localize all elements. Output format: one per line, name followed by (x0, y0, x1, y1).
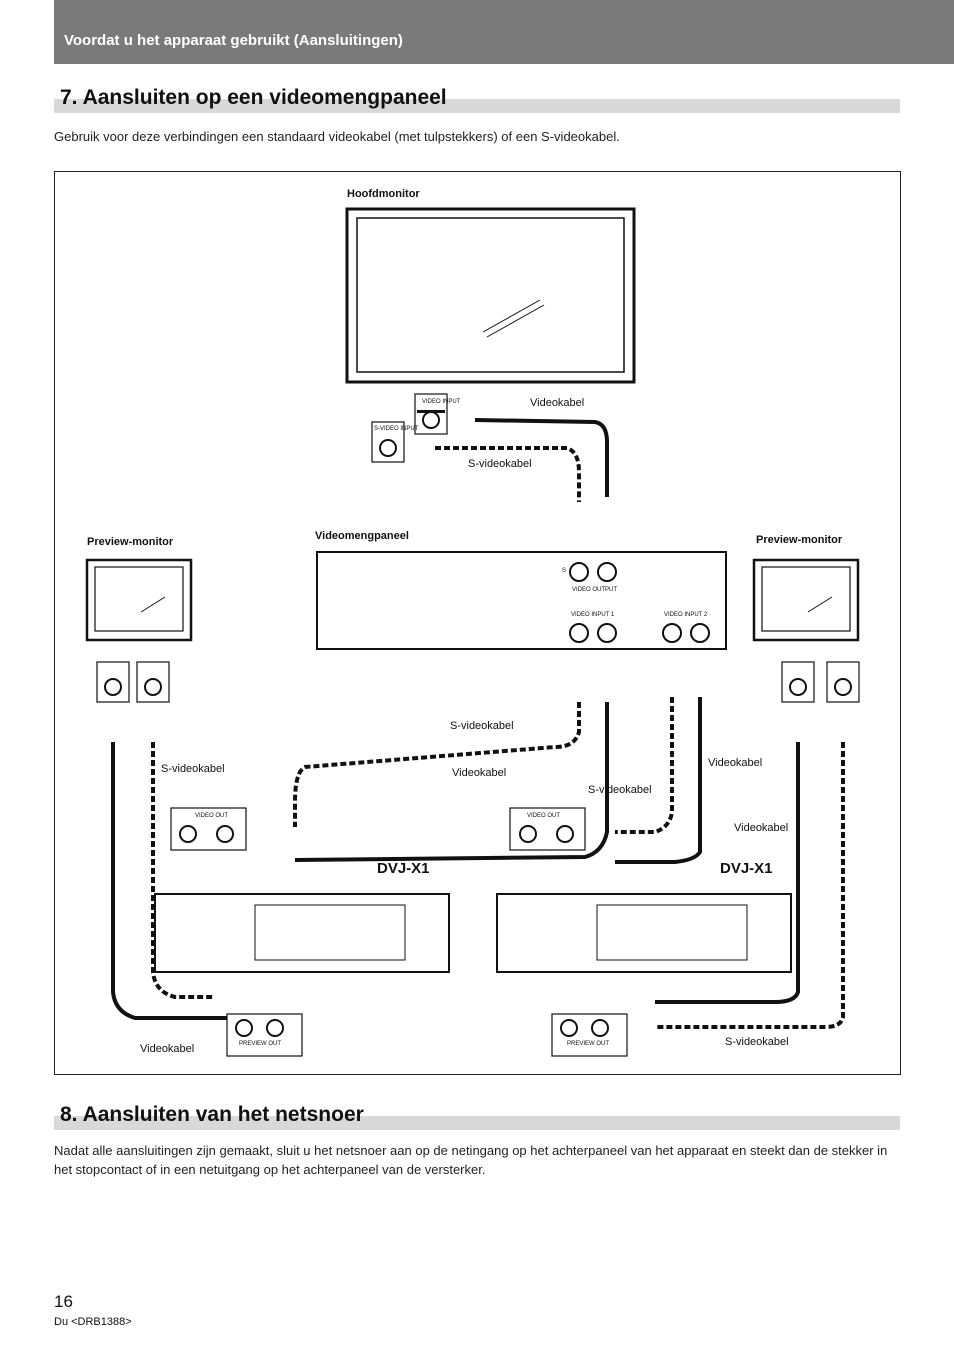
section7-band (54, 99, 900, 113)
section8-title: 8. Aansluiten van het netsnoer (60, 1103, 364, 1126)
cable-video-top: Videokabel (530, 397, 585, 409)
cable-svideo-right: S-videokabel (588, 784, 652, 796)
cable-svideo-top: S-videokabel (468, 458, 532, 470)
section8-body: Nadat alle aansluitingen zijn gemaakt, s… (54, 1143, 888, 1177)
jack-video-out-left: VIDEO OUT (195, 813, 229, 819)
main-monitor-screen (356, 217, 625, 373)
mixer-box (316, 551, 727, 650)
preview-monitor-left-label: Preview-monitor (87, 536, 174, 548)
connection-diagram: Hoofdmonitor Videomengpaneel Preview-mon… (54, 171, 901, 1075)
document-id: Du <DRB1388> (54, 1316, 132, 1328)
jack-svideo-input-main: S-VIDEO INPUT (374, 426, 419, 432)
jack-s-output: S (562, 568, 567, 574)
cable-video-right1: Videokabel (708, 757, 763, 769)
cable-video-mid: Videokabel (452, 767, 507, 779)
cable-video-bottom: Videokabel (140, 1043, 195, 1055)
jack-preview-out-left: PREVIEW OUT (239, 1041, 282, 1047)
section7-heading: 7. Aansluiten op een videomengpaneel (54, 86, 900, 113)
player-left-model: DVJ-X1 (377, 860, 430, 877)
preview-monitor-right-label: Preview-monitor (756, 534, 843, 546)
section7-title: 7. Aansluiten op een videomengpaneel (60, 86, 447, 109)
jack-video-input1: VIDEO INPUT 1 (571, 612, 615, 618)
mixer-label: Videomengpaneel (315, 530, 409, 542)
section8-band (54, 1116, 900, 1130)
main-monitor-label: Hoofdmonitor (347, 188, 420, 200)
page-number: 16 (54, 1292, 73, 1311)
cable-svideo-left: S-videokabel (161, 763, 225, 775)
jack-video-output: VIDEO OUTPUT (572, 587, 618, 593)
jack-video-input-main: VIDEO INPUT (422, 399, 461, 405)
header-title: Voordat u het apparaat gebruikt (Aanslui… (64, 32, 403, 49)
diagram-drawing (85, 207, 860, 1057)
header-bar: Voordat u het apparaat gebruikt (Aanslui… (54, 0, 954, 64)
cable-video-right2: Videokabel (734, 822, 789, 834)
main-monitor-frame (345, 207, 636, 384)
player-right-body (496, 893, 792, 973)
cable-svideo-bottom: S-videokabel (725, 1036, 789, 1048)
player-right-model: DVJ-X1 (720, 860, 773, 877)
cable-svideo-mid: S-videokabel (450, 720, 514, 732)
section7-intro: Gebruik voor deze verbindingen een stand… (54, 129, 620, 144)
jack-video-input2: VIDEO INPUT 2 (664, 612, 708, 618)
jack-video-out-right: VIDEO OUT (527, 813, 561, 819)
section8-heading: 8. Aansluiten van het netsnoer (54, 1103, 900, 1130)
jack-preview-out-right: PREVIEW OUT (567, 1041, 610, 1047)
